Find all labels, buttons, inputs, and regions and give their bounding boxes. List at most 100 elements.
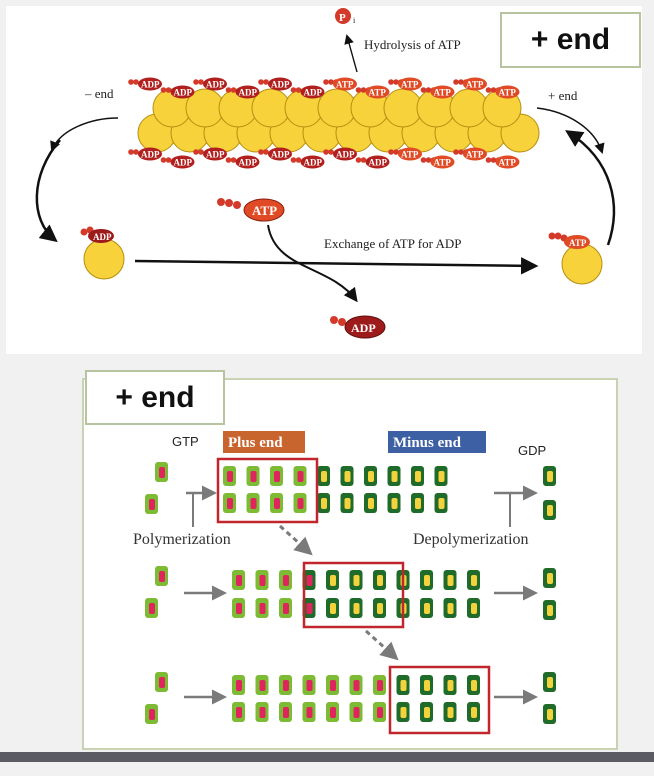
tubulin-dimer xyxy=(246,466,260,486)
nucleotide-cap: ADP xyxy=(355,155,390,169)
tubulin-dimer xyxy=(420,675,433,695)
pi-subscript: i xyxy=(353,16,356,25)
tubulin-dimer xyxy=(255,598,269,618)
nucleotide-cap-label: ADP xyxy=(369,158,388,168)
tubulin-dimer xyxy=(443,702,457,722)
actin-subunit xyxy=(317,88,357,128)
nucleotide-cap: ADP xyxy=(193,147,227,161)
nucleotide-cap-label: ATP xyxy=(401,150,419,160)
shift-arrow-1 xyxy=(278,524,313,556)
pi-label: P xyxy=(339,12,346,24)
tubulin-dimer xyxy=(373,675,386,695)
nucleotide-cap: ADP xyxy=(193,77,227,91)
tubulin-dimer xyxy=(232,570,245,590)
nucleotide-cap: ATP xyxy=(388,147,422,161)
free-gtp-dimer xyxy=(145,704,158,724)
tubulin-dimer xyxy=(326,570,339,590)
tubulin-dimer xyxy=(373,598,386,618)
plus-end-badge xyxy=(223,431,305,453)
minus-end-top-arrow xyxy=(50,117,119,152)
tubulin-dimer xyxy=(293,466,307,486)
tubulin-dimer xyxy=(255,570,269,590)
nucleotide-cap-label: ATP xyxy=(466,80,484,90)
tubulin-dimer xyxy=(223,493,236,513)
tubulin-dimer xyxy=(467,598,480,618)
plus-end-badge-label: Plus end xyxy=(228,435,283,451)
nucleotide-cap: ATP xyxy=(485,85,520,99)
tubulin-dimer xyxy=(349,598,363,618)
nucleotide-cap: ADP xyxy=(225,85,260,99)
left-monomer-label: ADP xyxy=(93,232,112,242)
tubulin-dimer xyxy=(467,675,480,695)
nucleotide-cap: ADP xyxy=(160,85,195,99)
gdp-label: GDP xyxy=(518,443,546,458)
adp-release-arrow xyxy=(267,224,358,303)
nucleotide-cap-label: ATP xyxy=(401,80,419,90)
nucleotide-cap: ATP xyxy=(420,155,455,169)
tubulin-dimer xyxy=(420,702,433,722)
nucleotide-cap: ATP xyxy=(323,77,357,91)
nucleotide-cap: ATP xyxy=(388,77,422,91)
nucleotide-cap: ADP xyxy=(323,147,357,161)
tubulin-dimer xyxy=(443,598,457,618)
tubulin-dimer xyxy=(373,570,386,590)
nucleotide-cap: ADP xyxy=(128,77,162,91)
tubulin-dimer xyxy=(373,702,386,722)
tubulin-dimer xyxy=(349,702,363,722)
plus-end-polymerize-arrow xyxy=(565,130,616,246)
free-atp-label: ATP xyxy=(252,203,277,218)
free-tubulin-dimers xyxy=(145,462,556,724)
polymerization-label: Polymerization xyxy=(133,531,231,548)
free-atp: ATP xyxy=(217,198,285,222)
minus-end-badge xyxy=(388,431,486,453)
tubulin-dimer xyxy=(434,466,448,486)
highlight-box-2 xyxy=(302,561,405,629)
tubulin-dimer xyxy=(317,493,330,513)
tubulin-dimer xyxy=(232,702,245,722)
nucleotide-cap-label: ADP xyxy=(239,88,258,98)
tubulin-dimer xyxy=(411,493,424,513)
nucleotide-cap-label: ADP xyxy=(174,158,193,168)
nucleotide-cap: ADP xyxy=(225,155,260,169)
free-gdp-dimer xyxy=(543,600,556,620)
tubulin-dimer xyxy=(434,493,448,513)
exchange-arrow xyxy=(134,257,539,275)
tubulin-dimer xyxy=(279,675,292,695)
free-gtp-dimer xyxy=(155,566,168,586)
free-adp: ADP xyxy=(330,315,386,339)
depolymerization-label: Depolymerization xyxy=(413,531,529,548)
tubulin-dimer xyxy=(326,598,339,618)
nucleotide-cap: ADP xyxy=(160,155,195,169)
tubulin-dimer xyxy=(411,466,424,486)
minus-end-badge-label: Minus end xyxy=(393,435,462,451)
nucleotide-cap: ADP xyxy=(258,147,292,161)
highlight-box-1 xyxy=(216,457,319,524)
free-gdp-dimer xyxy=(543,500,556,520)
nucleotide-cap: ATP xyxy=(485,155,520,169)
tubulin-dimer xyxy=(302,570,316,590)
nucleotide-cap-label: ATP xyxy=(499,158,517,168)
nucleotide-cap-label: ATP xyxy=(434,158,452,168)
slide-bottom-bar xyxy=(0,752,654,762)
tubulin-dimer xyxy=(420,598,433,618)
tubulin-dimer xyxy=(387,466,401,486)
tubulin-dimer xyxy=(467,570,480,590)
nucleotide-cap-label: ADP xyxy=(141,150,160,160)
plus-end-top-arrow xyxy=(536,107,605,155)
nucleotide-cap-label: ADP xyxy=(206,150,225,160)
nucleotide-cap-label: ADP xyxy=(336,150,355,160)
tubulin-dimer xyxy=(443,570,457,590)
tubulin-dimer xyxy=(326,702,339,722)
nucleotide-cap: ADP xyxy=(290,85,325,99)
tubulin-dimer xyxy=(223,466,236,486)
tubulin-dimer xyxy=(255,702,269,722)
free-gtp-dimer xyxy=(155,462,168,482)
free-gtp-dimer xyxy=(145,598,158,618)
tubulin-dimer xyxy=(387,493,401,513)
actin-filament-top-row xyxy=(152,88,522,128)
free-gdp-dimer xyxy=(543,704,556,724)
tubulin-dimer xyxy=(302,675,316,695)
tubulin-dimer xyxy=(364,466,377,486)
exchange-label: Exchange of ATP for ADP xyxy=(324,236,461,251)
